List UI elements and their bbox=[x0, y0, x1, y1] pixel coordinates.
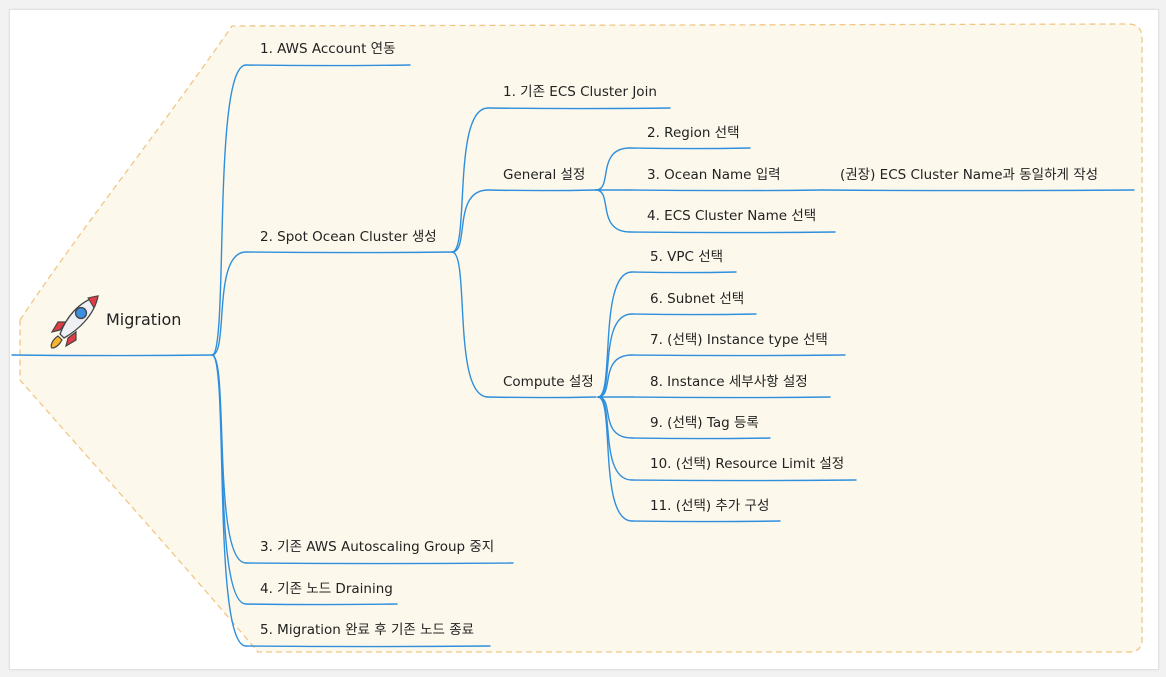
connector-spot-cluster bbox=[211, 251, 247, 356]
underline-vpc bbox=[631, 271, 737, 274]
connector-general bbox=[451, 189, 489, 253]
underline-subnet bbox=[631, 313, 757, 316]
node-resource-limit[interactable]: 10. (선택) Resource Limit 설정 bbox=[650, 456, 845, 472]
underline-compute bbox=[487, 396, 597, 399]
connector-compute bbox=[451, 251, 489, 398]
node-spot-cluster[interactable]: 2. Spot Ocean Cluster 생성 bbox=[260, 229, 437, 245]
underline-aws-account bbox=[245, 64, 411, 67]
connector-extra bbox=[597, 396, 633, 522]
underline-ecs-cluster-name bbox=[629, 231, 836, 234]
underline-ocean-name-note bbox=[821, 189, 1135, 192]
connector-ecs-cluster-name bbox=[595, 189, 631, 233]
node-terminate[interactable]: 5. Migration 완료 후 기존 노드 종료 bbox=[260, 622, 475, 638]
connector-vpc bbox=[597, 271, 633, 398]
node-compute[interactable]: Compute 설정 bbox=[503, 374, 594, 390]
underline-spot-cluster bbox=[245, 251, 453, 254]
connector-instance-type bbox=[597, 354, 633, 398]
node-cluster-join[interactable]: 1. 기존 ECS Cluster Join bbox=[503, 84, 657, 100]
underline-stop-asg bbox=[245, 562, 514, 565]
root-boundary bbox=[19, 23, 1143, 653]
node-ecs-cluster-name[interactable]: 4. ECS Cluster Name 선택 bbox=[647, 208, 817, 224]
underline-cluster-join bbox=[487, 107, 671, 110]
underline-resource-limit bbox=[631, 479, 857, 482]
node-draining[interactable]: 4. 기존 노드 Draining bbox=[260, 581, 393, 597]
connector-aws-account bbox=[211, 64, 247, 356]
connector-cluster-join bbox=[451, 107, 489, 253]
connector-region bbox=[595, 147, 631, 191]
node-instance-type[interactable]: 7. (선택) Instance type 선택 bbox=[650, 332, 828, 348]
node-region[interactable]: 2. Region 선택 bbox=[647, 125, 740, 141]
connector-tag bbox=[597, 396, 633, 439]
underline-general bbox=[487, 189, 597, 192]
root-label: Migration bbox=[106, 310, 182, 329]
node-stop-asg[interactable]: 3. 기존 AWS Autoscaling Group 중지 bbox=[260, 539, 495, 555]
underline-ocean-name bbox=[629, 189, 823, 192]
underline-tag bbox=[631, 437, 771, 440]
node-vpc[interactable]: 5. VPC 선택 bbox=[650, 249, 724, 265]
underline-extra bbox=[631, 520, 781, 523]
node-instance-detail[interactable]: 8. Instance 세부사항 설정 bbox=[650, 374, 808, 390]
node-subnet[interactable]: 6. Subnet 선택 bbox=[650, 291, 745, 307]
underline-region bbox=[629, 147, 751, 150]
node-ocean-name-note[interactable]: (권장) ECS Cluster Name과 동일하게 작성 bbox=[840, 167, 1099, 183]
rocket-icon bbox=[50, 295, 99, 349]
underline-instance-detail bbox=[631, 396, 831, 399]
underline-instance-type bbox=[631, 354, 846, 357]
underline-terminate bbox=[245, 645, 491, 648]
node-general[interactable]: General 설정 bbox=[503, 167, 586, 183]
connector-terminate bbox=[211, 354, 247, 647]
node-ocean-name[interactable]: 3. Ocean Name 입력 bbox=[647, 167, 781, 183]
node-aws-account[interactable]: 1. AWS Account 연동 bbox=[260, 41, 396, 57]
connector-subnet bbox=[597, 313, 633, 398]
root-underline bbox=[11, 354, 215, 357]
node-tag[interactable]: 9. (선택) Tag 등록 bbox=[650, 415, 759, 431]
node-extra[interactable]: 11. (선택) 추가 구성 bbox=[650, 498, 770, 514]
underline-draining bbox=[245, 603, 398, 606]
